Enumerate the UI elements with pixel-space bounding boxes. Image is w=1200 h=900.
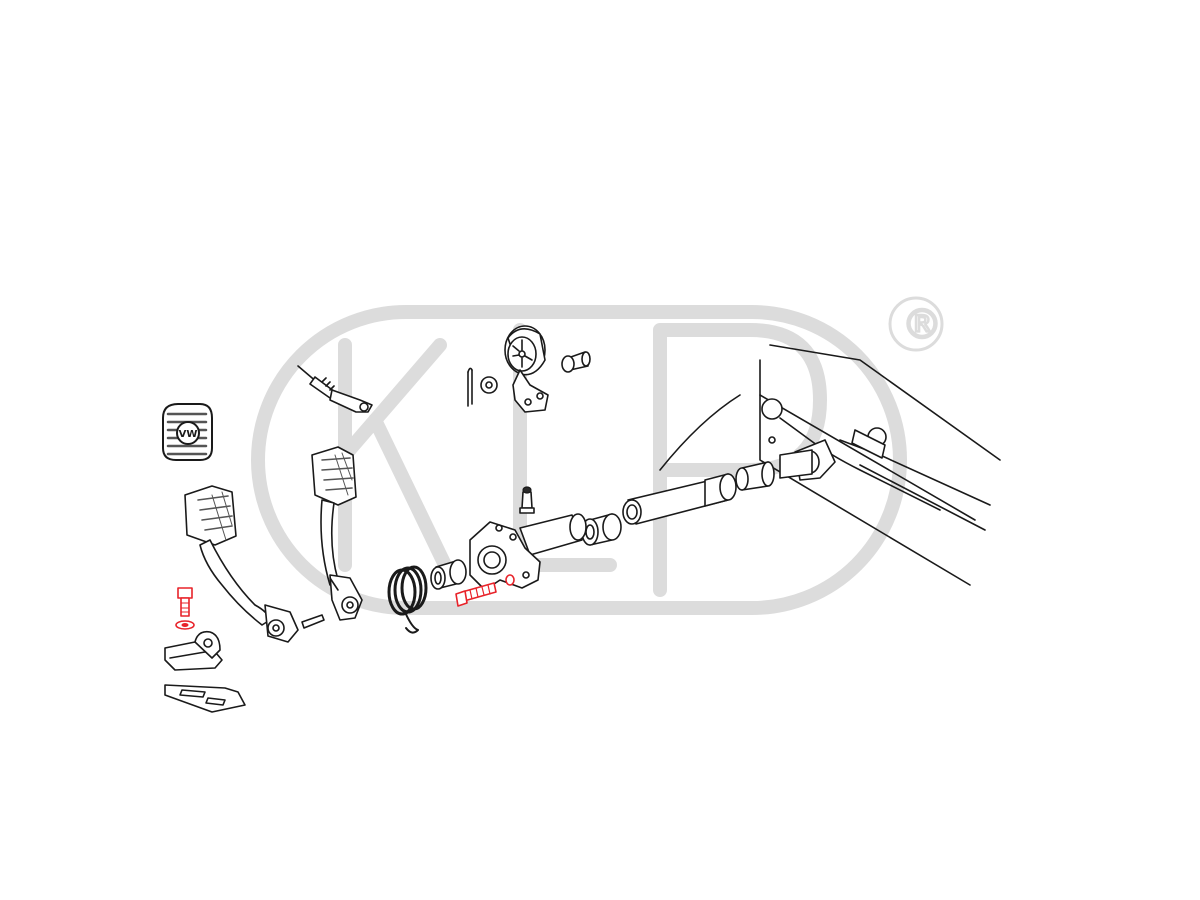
shaft-bushing-small [735, 461, 775, 491]
watermark-letters [338, 323, 827, 597]
shaft-bushing-mid [581, 513, 622, 546]
pedal-shaft-washer [505, 574, 515, 586]
return-spring [387, 565, 428, 634]
shoulder-pin [561, 351, 591, 373]
clutch-pedal-hub [469, 513, 587, 591]
vw-emblem-icon [176, 421, 200, 445]
brake-pedal-middle [311, 446, 363, 621]
cotter-pin [467, 367, 473, 407]
cable-eye-left [761, 398, 783, 420]
pedal-stop-plate [164, 684, 246, 713]
pedal-pivot-pin [301, 614, 325, 629]
flat-washer [480, 376, 498, 394]
pedal-pad-rubber: VW [162, 403, 213, 461]
hex-bolt [177, 587, 193, 617]
hex-bolt-washer [175, 620, 195, 630]
hub-bushing [430, 559, 467, 590]
klp-watermark: ® [251, 296, 944, 615]
shaft-tube-long [622, 473, 737, 525]
clutch-pedal-left [184, 485, 299, 643]
pedal-shaft-bolt [455, 582, 497, 607]
registered-mark: ® [902, 302, 942, 348]
pedal-shaft-tube [469, 439, 836, 591]
grease-nipple [519, 486, 535, 514]
pedal-stop-bracket [164, 630, 223, 671]
pedal-roller-bracket [504, 325, 549, 413]
throttle-rod-clevis [297, 365, 373, 413]
pedal-pad-emblem: VW [179, 429, 198, 440]
floor-frame-panel [659, 344, 1001, 586]
